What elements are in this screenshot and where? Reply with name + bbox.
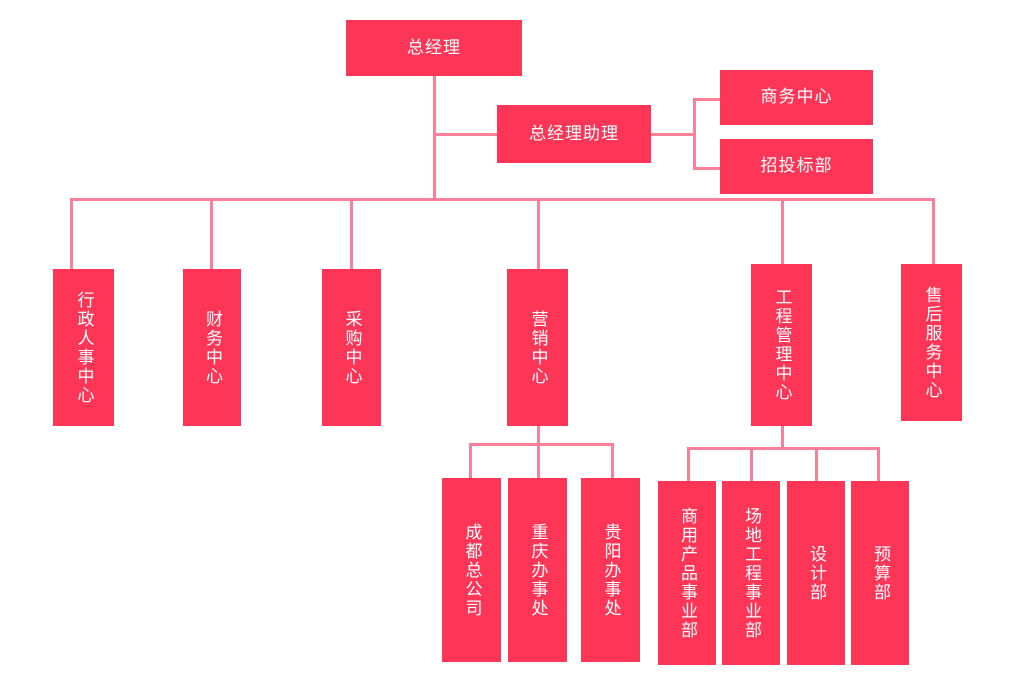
node-site-engineering-division[interactable]: 场地工程事业部 (722, 481, 780, 665)
node-general-manager[interactable]: 总经理 (346, 20, 522, 76)
node-purchasing-center[interactable]: 采购中心 (322, 269, 381, 426)
node-finance-center[interactable]: 财务中心 (183, 269, 241, 426)
connector-drop-finance (210, 198, 213, 270)
connector-engineering-trunk (781, 425, 784, 450)
connector-drop-guiyang (611, 443, 614, 481)
connector-drop-engineering (781, 198, 784, 270)
node-admin-hr-center[interactable]: 行政人事中心 (53, 269, 114, 426)
connector-drop-marketing (537, 198, 540, 270)
connector-assistant-bus (693, 98, 696, 170)
node-gm-assistant[interactable]: 总经理助理 (497, 105, 651, 163)
node-aftersales-service-center[interactable]: 售后服务中心 (901, 264, 962, 421)
connector-gm-trunk (433, 75, 436, 200)
connector-assistant-out (650, 133, 695, 136)
connector-drop-commercial-products (687, 447, 690, 484)
node-engineering-management-center[interactable]: 工程管理中心 (751, 264, 812, 426)
connector-drop-chongqing (537, 443, 540, 481)
connector-drop-budget-dept (877, 447, 880, 484)
connector-gm-to-assistant (433, 133, 500, 136)
node-design-dept[interactable]: 设计部 (787, 481, 845, 665)
node-business-center[interactable]: 商务中心 (720, 70, 873, 125)
connector-drop-design-dept (815, 447, 818, 484)
node-bidding-dept[interactable]: 招投标部 (720, 139, 873, 194)
connector-drop-admin-hr (70, 198, 73, 270)
connector-assistant-to-bidding (693, 167, 721, 170)
connector-engineering-sub-bus (687, 447, 880, 450)
node-guiyang-office[interactable]: 贵阳办事处 (581, 478, 640, 662)
connector-division-bus (70, 198, 935, 201)
connector-drop-site-engineering (750, 447, 753, 484)
node-commercial-products-division[interactable]: 商用产品事业部 (658, 481, 716, 665)
node-chengdu-head-company[interactable]: 成都总公司 (442, 478, 501, 662)
node-budget-dept[interactable]: 预算部 (851, 481, 909, 665)
connector-drop-purchasing (350, 198, 353, 270)
connector-drop-chengdu (469, 443, 472, 481)
connector-marketing-trunk (537, 425, 540, 446)
node-marketing-center[interactable]: 营销中心 (507, 269, 568, 426)
connector-drop-aftersales (932, 198, 935, 270)
connector-marketing-sub-bus (469, 443, 614, 446)
connector-assistant-to-business-center (693, 98, 721, 101)
node-chongqing-office[interactable]: 重庆办事处 (508, 478, 567, 662)
